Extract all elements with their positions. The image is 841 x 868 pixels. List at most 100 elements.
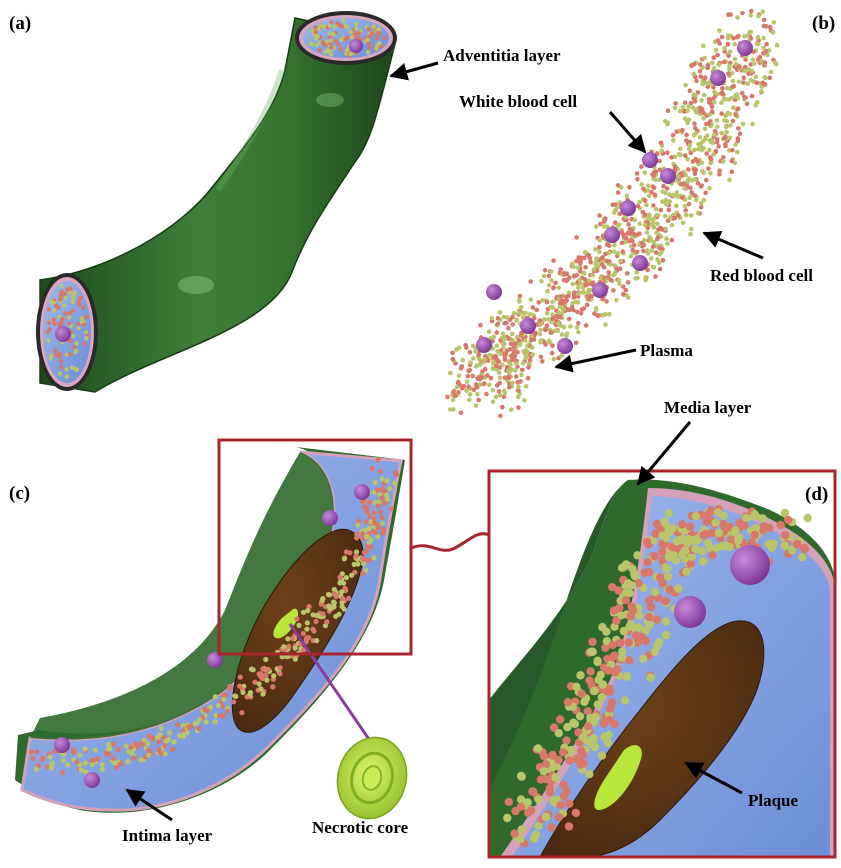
- blood-particle: [600, 262, 605, 267]
- blood-particle: [223, 693, 228, 698]
- blood-particle: [313, 25, 317, 29]
- blood-particle: [364, 534, 369, 539]
- blood-particle: [798, 553, 806, 561]
- blood-particle: [466, 374, 471, 379]
- blood-particle: [604, 666, 612, 674]
- blood-particle: [714, 149, 719, 154]
- blood-particle: [721, 155, 726, 160]
- blood-particle: [333, 25, 337, 29]
- blood-particle: [340, 24, 344, 28]
- blood-particle: [514, 317, 519, 322]
- blood-particle: [74, 341, 78, 345]
- blood-particle: [588, 740, 596, 748]
- necrotic-core-enlarged: [329, 730, 416, 827]
- blood-particle: [584, 722, 592, 730]
- blood-particle: [735, 15, 740, 20]
- blood-particle: [266, 667, 271, 672]
- blood-particle: [520, 368, 525, 373]
- blood-particle: [651, 648, 659, 656]
- blood-particle: [539, 279, 544, 284]
- blood-particle: [487, 383, 492, 388]
- blood-particle: [629, 606, 637, 614]
- blood-particle: [632, 243, 637, 248]
- blood-particle: [503, 391, 508, 396]
- blood-particle: [726, 111, 731, 116]
- blood-particle: [590, 273, 595, 278]
- blood-particle: [167, 730, 172, 735]
- blood-particle: [367, 45, 371, 49]
- blood-particle: [550, 300, 555, 305]
- blood-particle: [736, 34, 741, 39]
- blood-particle: [71, 309, 75, 313]
- blood-particle: [516, 405, 521, 410]
- blood-particle: [530, 834, 538, 842]
- blood-particle: [521, 361, 526, 366]
- white-blood-cell: [620, 200, 636, 216]
- blood-particle: [309, 42, 313, 46]
- blood-particle: [625, 638, 633, 646]
- blood-particle: [321, 40, 325, 44]
- blood-particle: [584, 323, 589, 328]
- blood-particle: [558, 315, 563, 320]
- blood-particle: [48, 755, 53, 760]
- blood-particle: [609, 641, 617, 649]
- blood-particle: [688, 89, 693, 94]
- blood-particle: [664, 236, 669, 241]
- blood-particle: [689, 190, 694, 195]
- blood-particle: [549, 269, 554, 274]
- blood-particle: [715, 53, 720, 58]
- blood-particle: [510, 322, 515, 327]
- blood-particle: [451, 357, 456, 362]
- blood-particle: [735, 533, 743, 541]
- blood-particle: [575, 325, 580, 330]
- blood-particle: [61, 758, 66, 763]
- blood-particle: [756, 14, 761, 19]
- blood-particle: [728, 135, 733, 140]
- blood-particle: [278, 665, 283, 670]
- blood-particle: [702, 56, 707, 61]
- blood-particle: [702, 93, 707, 98]
- white-blood-cell: [642, 152, 658, 168]
- blood-particle: [551, 773, 559, 781]
- blood-particle: [619, 230, 624, 235]
- blood-particle: [392, 481, 397, 486]
- blood-particle: [736, 136, 741, 141]
- white-blood-cell: [710, 70, 726, 86]
- blood-particle: [683, 83, 688, 88]
- blood-particle: [574, 300, 579, 305]
- blood-particle: [197, 726, 202, 731]
- blood-particle: [559, 748, 567, 756]
- blood-particle: [542, 813, 550, 821]
- blood-particle: [74, 349, 78, 353]
- blood-particle: [556, 310, 561, 315]
- blood-particle: [501, 335, 506, 340]
- blood-particle: [693, 171, 698, 176]
- blood-particle: [576, 330, 581, 335]
- blood-particle: [683, 153, 688, 158]
- blood-particle: [610, 606, 618, 614]
- blood-particle: [547, 274, 552, 279]
- blood-particle: [293, 645, 298, 650]
- blood-particle: [511, 338, 516, 343]
- blood-particle: [48, 356, 52, 360]
- blood-particle: [583, 265, 588, 270]
- blood-particle: [336, 612, 341, 617]
- blood-particle: [755, 81, 760, 86]
- blood-particle: [742, 69, 747, 74]
- blood-particle: [320, 611, 325, 616]
- blood-particle: [540, 359, 545, 364]
- blood-particle: [707, 100, 712, 105]
- necrotic-core-label: Necrotic core: [312, 818, 408, 838]
- white-blood-cell: [660, 168, 676, 184]
- blood-particle: [686, 522, 694, 530]
- blood-particle: [793, 540, 801, 548]
- blood-particle: [719, 111, 724, 116]
- blood-particle: [731, 526, 739, 534]
- blood-particle: [528, 787, 536, 795]
- blood-particle: [498, 310, 503, 315]
- blood-particle: [742, 514, 750, 522]
- blood-particle: [301, 631, 306, 636]
- white-blood-cell-label: White blood cell: [459, 92, 577, 112]
- blood-particle: [70, 365, 74, 369]
- blood-particle: [186, 724, 191, 729]
